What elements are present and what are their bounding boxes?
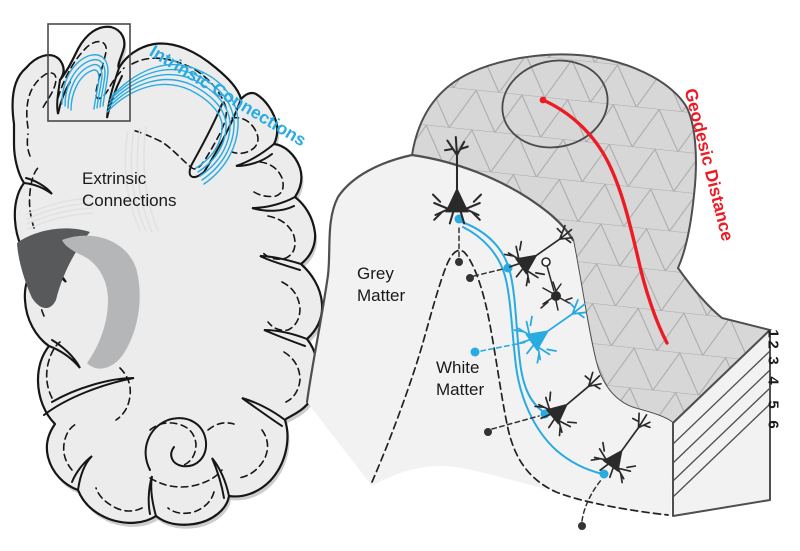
intrinsic-axons: [458, 220, 604, 475]
white-matter-boundary-dashed: [371, 249, 669, 516]
extrinsic-connections-label: Extrinsic Connections: [82, 169, 177, 211]
roi-ellipse: [501, 59, 609, 149]
stellate-neuron: [540, 257, 573, 311]
cortical-layer-number-4: 4: [764, 376, 782, 385]
cortical-layer-number-6: 6: [764, 420, 782, 429]
extrinsic-fibre-streaks: [26, 126, 159, 233]
geodesic-start-dot: [539, 96, 547, 104]
cortical-layer-number-1: 1: [764, 329, 782, 338]
slab-face: [672, 329, 771, 517]
gyrus-crown-outline: [305, 153, 575, 404]
cross-section-face: [307, 155, 673, 516]
geodesic-path: [541, 98, 669, 345]
inset-box: [47, 23, 131, 122]
grey-matter-label: Grey Matter: [357, 264, 406, 306]
mid-grey-nucleus: [62, 235, 140, 369]
blue-connector-dash: [480, 341, 528, 352]
mesh-triangulation: [412, 54, 770, 423]
intrinsic-fibres: [61, 54, 239, 185]
neurons: [431, 135, 665, 487]
cortical-layer-number-5: 5: [764, 400, 782, 409]
cortical-layer-number-3: 3: [764, 356, 782, 365]
cortical-layer-number-2: 2: [764, 340, 782, 349]
connector-dashes: [458, 227, 603, 522]
cortical-layer-slab: [672, 329, 771, 517]
brain-coronal-section: [11, 23, 325, 529]
layer-boundary-lines: [672, 350, 771, 498]
white-matter-label: White Matter: [436, 358, 485, 400]
sulcal-folds: [23, 67, 308, 517]
source-dots: [455, 258, 586, 530]
cortical-fold-3d: [305, 53, 772, 530]
